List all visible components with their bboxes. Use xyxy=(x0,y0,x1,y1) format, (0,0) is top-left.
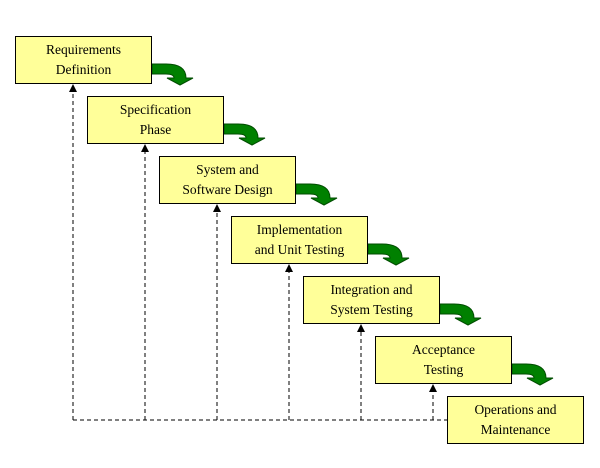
stage-label: Acceptance Testing xyxy=(412,342,475,377)
stage-specification-phase: Specification Phase xyxy=(87,96,224,144)
stage-label: Specification Phase xyxy=(119,102,192,137)
flow-arrow xyxy=(439,303,482,326)
flow-arrow xyxy=(223,123,266,146)
flow-arrow xyxy=(511,363,554,386)
stage-operations-maintenance: Operations and Maintenance xyxy=(447,396,584,444)
stage-label: Operations and Maintenance xyxy=(474,402,557,437)
stage-label: System and Software Design xyxy=(182,162,273,197)
flow-arrow xyxy=(151,63,194,86)
stage-label: Implementation and Unit Testing xyxy=(254,222,345,257)
stage-acceptance-testing: Acceptance Testing xyxy=(375,336,512,384)
stage-system-software-design: System and Software Design xyxy=(159,156,296,204)
feedback-lines xyxy=(69,84,447,421)
flow-arrows xyxy=(151,63,554,386)
stage-label: Integration and System Testing xyxy=(330,282,413,317)
stage-implementation-unit-testing: Implementation and Unit Testing xyxy=(231,216,368,264)
stage-requirements-definition: Requirements Definition xyxy=(15,36,152,84)
stage-integration-system-testing: Integration and System Testing xyxy=(303,276,440,324)
stage-label: Requirements Definition xyxy=(46,42,121,77)
flow-arrow xyxy=(295,183,338,206)
flow-arrow xyxy=(367,243,410,266)
